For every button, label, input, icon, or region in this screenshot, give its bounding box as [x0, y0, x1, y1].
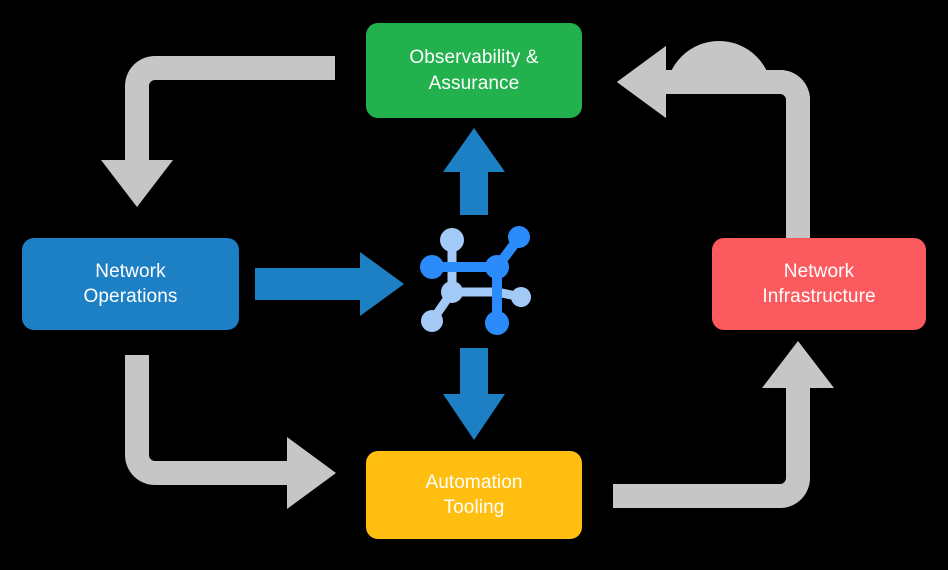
connector-observability-to-operations [101, 56, 335, 207]
node-network-operations[interactable]: Network Operations [22, 238, 239, 330]
connector-infrastructure-to-observability [617, 41, 810, 253]
connector-operations-to-automation [125, 355, 336, 509]
node-network-infrastructure[interactable]: Network Infrastructure [712, 238, 926, 330]
network-graph-icon [420, 226, 531, 335]
connector-operations-to-center [255, 252, 404, 316]
node-automation-tooling[interactable]: Automation Tooling [366, 451, 582, 539]
connector-center-to-observability [443, 128, 505, 215]
connector-center-to-automation [443, 348, 505, 440]
connector-automation-to-infrastructure [613, 341, 834, 508]
node-observability-and-assurance[interactable]: Observability & Assurance [366, 23, 582, 118]
node-label-automation: Automation Tooling [425, 471, 523, 518]
node-label-infrastructure: Network Infrastructure [762, 260, 876, 307]
node-label-operations: Network Operations [83, 260, 178, 307]
node-label-observability: Observability & Assurance [409, 47, 539, 94]
